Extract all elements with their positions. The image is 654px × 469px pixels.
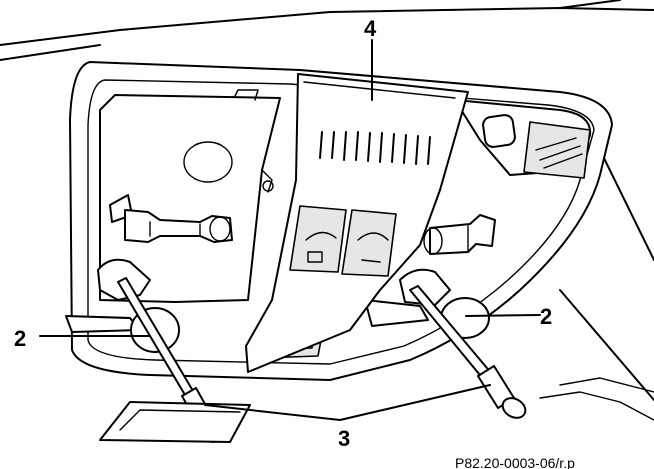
callout-2-left: 2 bbox=[14, 326, 26, 351]
callout-2-right: 2 bbox=[540, 304, 552, 329]
cover-switch-right bbox=[341, 209, 397, 277]
left-bulb-holder bbox=[109, 194, 233, 243]
left-lamp-bay bbox=[99, 89, 281, 303]
screwdriver-right bbox=[409, 285, 527, 419]
callout-3: 3 bbox=[338, 426, 350, 451]
figure-reference-code: P82.20-0003-06/r.p bbox=[455, 455, 575, 469]
left-lamp-lens bbox=[183, 141, 233, 183]
leader-3 bbox=[204, 384, 491, 421]
right-toggle-switch bbox=[523, 121, 591, 179]
right-bulb-holder bbox=[423, 214, 496, 255]
switch-cover-panel bbox=[245, 73, 469, 373]
leader-lines bbox=[39, 39, 541, 421]
roof-background-lines bbox=[0, 0, 654, 401]
lower-trim bbox=[99, 377, 654, 443]
right-lamp-bay bbox=[454, 99, 592, 179]
callout-4: 4 bbox=[364, 16, 377, 41]
leader-2-right bbox=[465, 314, 541, 317]
cover-vent-slots bbox=[319, 131, 431, 165]
cover-switch-left bbox=[289, 205, 347, 273]
